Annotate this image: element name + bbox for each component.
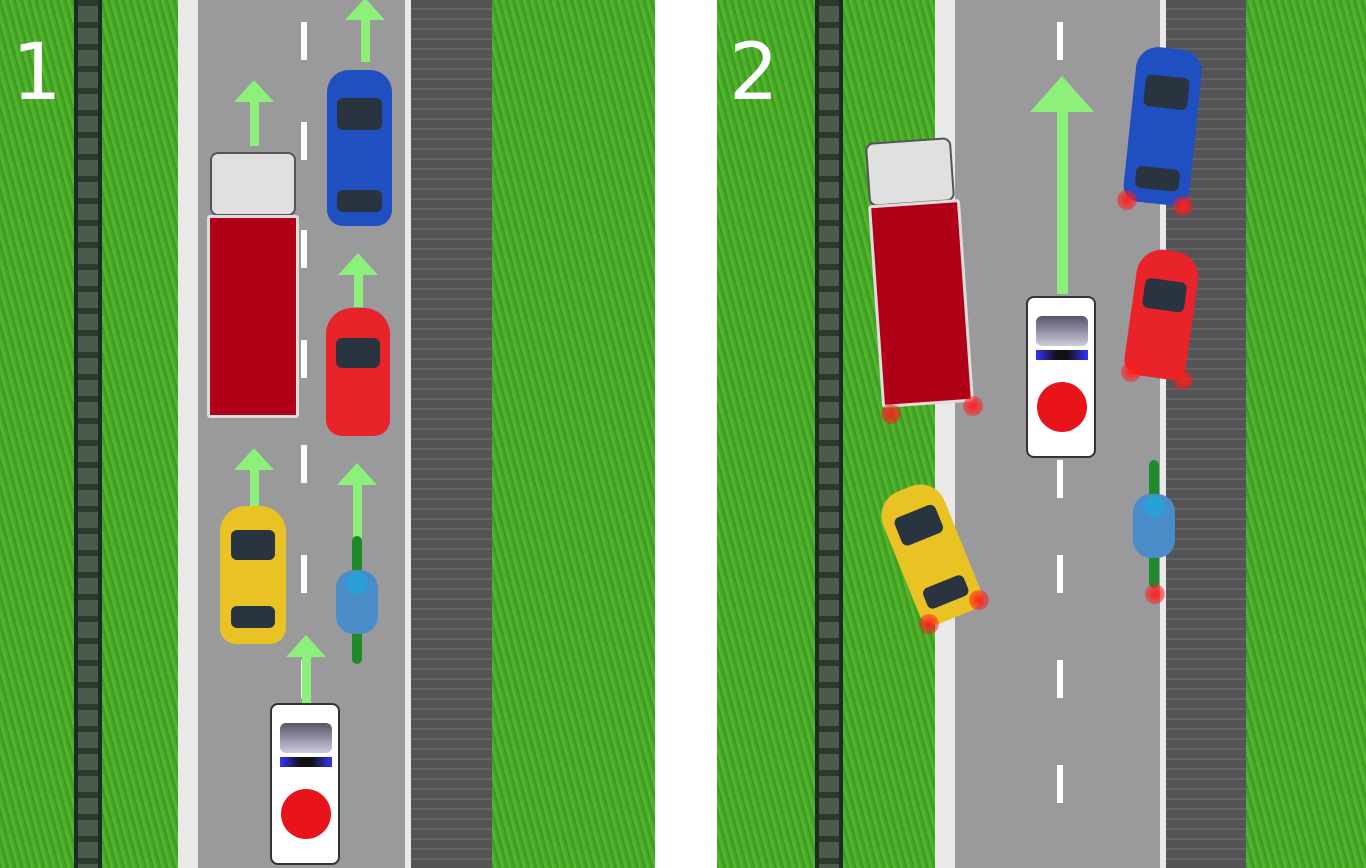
brake-light-icon xyxy=(881,404,901,424)
panel-1: 1 xyxy=(0,0,655,868)
brake-light-icon xyxy=(1173,196,1193,216)
road-edge xyxy=(935,0,955,868)
motorcycle-icon xyxy=(1127,460,1181,588)
panel-label: 1 xyxy=(12,28,62,118)
sidewalk xyxy=(411,0,492,868)
brake-light-icon xyxy=(1173,370,1193,390)
lane-dash xyxy=(1057,460,1063,498)
road-edge xyxy=(1160,0,1166,868)
brake-light-icon xyxy=(1145,584,1165,604)
truck-trailer xyxy=(868,199,974,408)
lane-dash xyxy=(1057,555,1063,593)
car-icon xyxy=(326,308,390,436)
truck-icon xyxy=(864,137,956,207)
panel-label: 2 xyxy=(729,28,779,118)
motorcycle-icon xyxy=(330,536,384,664)
truck-icon xyxy=(210,152,296,216)
road-edge xyxy=(178,0,198,868)
grass-right xyxy=(492,0,655,868)
brake-light-icon xyxy=(1117,190,1137,210)
guardrail xyxy=(815,0,843,868)
lane-dash xyxy=(1057,660,1063,698)
brake-light-icon xyxy=(969,590,989,610)
lane-dash xyxy=(301,340,307,378)
lane-dash xyxy=(301,122,307,160)
lane-dash xyxy=(301,230,307,268)
road-edge xyxy=(405,0,411,868)
lane-dash xyxy=(1057,22,1063,60)
panel-2: 2 xyxy=(717,0,1366,868)
brake-light-icon xyxy=(1121,362,1141,382)
lane-dash xyxy=(301,555,307,593)
grass-right xyxy=(1246,0,1366,868)
lane-dash xyxy=(301,22,307,60)
car-icon xyxy=(327,70,392,226)
ambulance-icon xyxy=(1026,296,1096,458)
truck-trailer xyxy=(207,215,299,418)
car-icon xyxy=(220,506,286,644)
lane-dash xyxy=(301,445,307,483)
lane-dash xyxy=(1057,765,1063,803)
brake-light-icon xyxy=(963,396,983,416)
brake-light-icon xyxy=(919,614,939,634)
ambulance-icon xyxy=(270,703,340,865)
guardrail xyxy=(74,0,102,868)
